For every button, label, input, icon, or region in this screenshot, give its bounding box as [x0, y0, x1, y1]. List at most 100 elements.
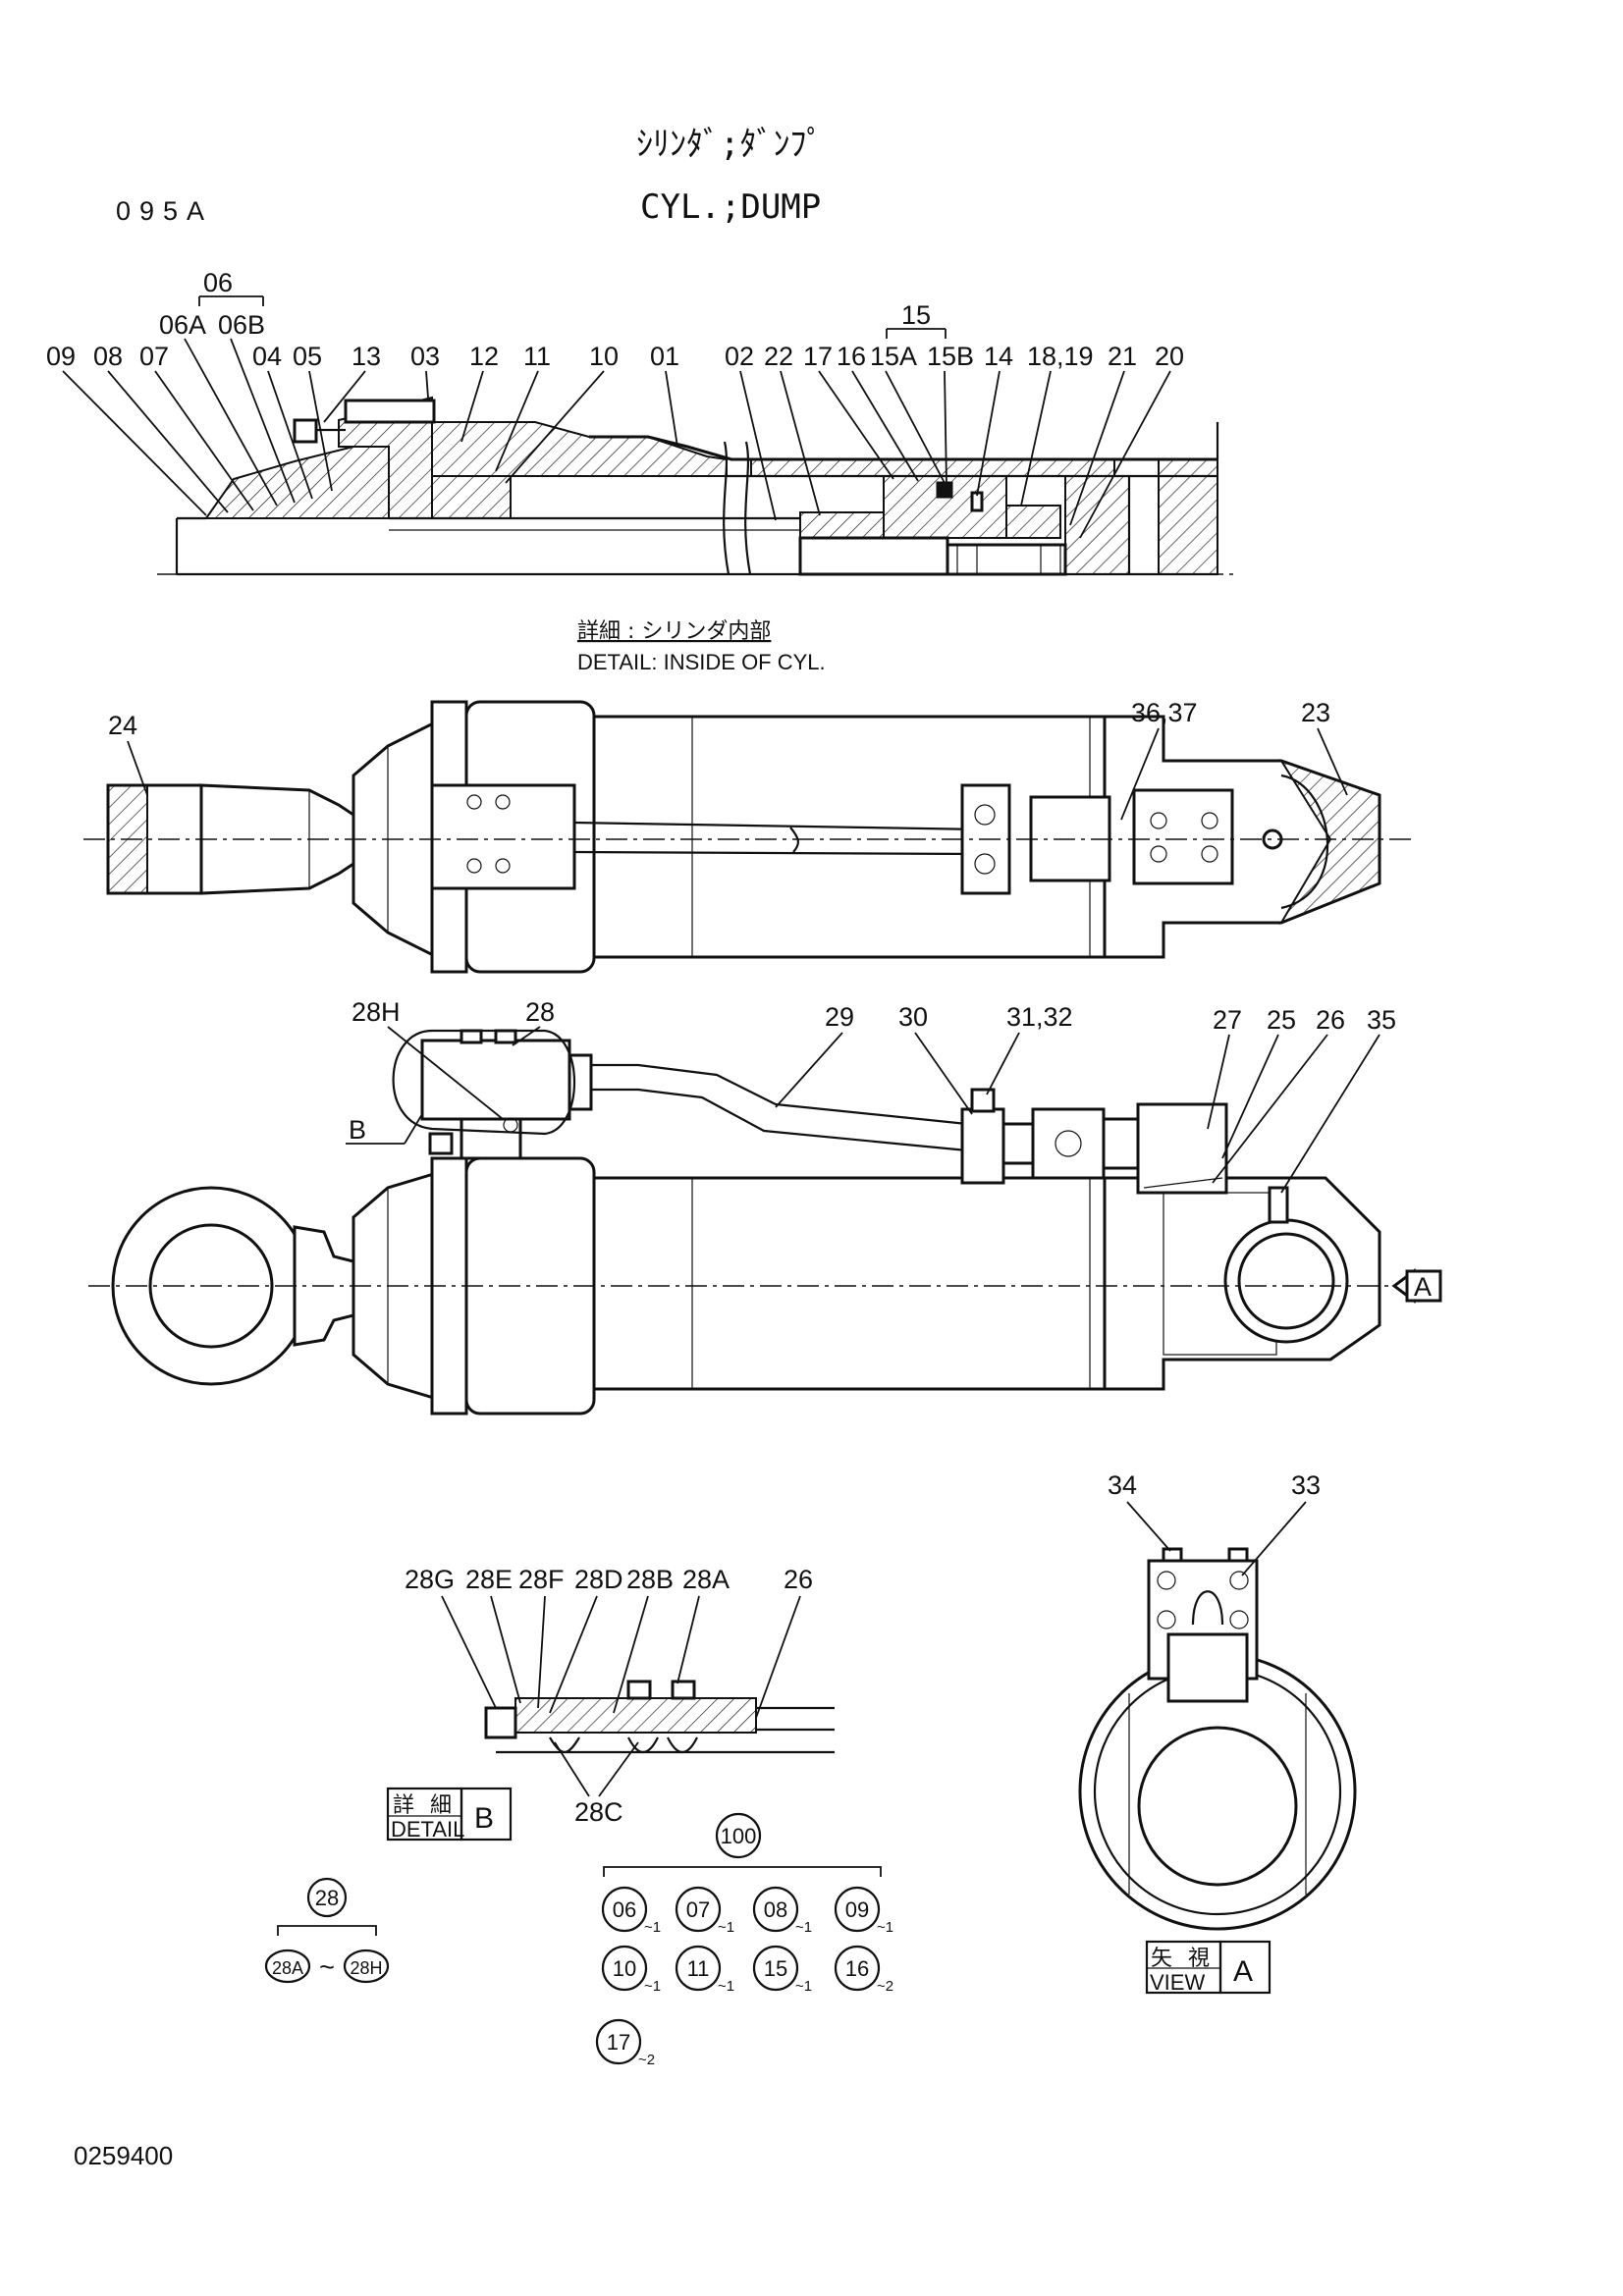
kit-item-qty: ~2: [638, 2052, 655, 2068]
title-japanese: ｼﾘﾝﾀﾞ;ﾀﾞﾝﾌﾟ: [636, 125, 823, 164]
view-a-letter: A: [1233, 1955, 1253, 1988]
kit-item-qty: ~1: [644, 1978, 661, 1995]
label-35: 35: [1367, 1005, 1396, 1035]
label-23: 23: [1301, 698, 1330, 727]
kit-28-from: 28A: [272, 1958, 303, 1978]
label-11: 11: [523, 342, 551, 371]
label-14: 14: [984, 342, 1013, 371]
kit-item-qty: ~1: [795, 1978, 812, 1995]
label-16: 16: [837, 342, 866, 371]
label-28e: 28E: [465, 1565, 513, 1594]
label-28f: 28F: [518, 1565, 565, 1594]
kit-100-item: 11 ~1: [675, 1945, 734, 1995]
kit-item-number: 07: [686, 1897, 710, 1922]
detail-b-caption: 詳 細 DETAIL B: [386, 1787, 513, 1842]
title-english: CYL.;DUMP: [640, 187, 821, 227]
label-10: 10: [589, 342, 619, 371]
top-view-drawing: [83, 700, 1414, 974]
view-a-labels: 34 33: [1108, 1470, 1321, 1576]
kit-100-item: 08 ~1: [752, 1886, 812, 1936]
kit-100-item: 10 ~1: [601, 1945, 661, 1995]
label-01: 01: [650, 342, 679, 371]
caption-inside-cyl-jp: 詳細 : シリンダ内部: [577, 619, 771, 644]
side-view-labels: 28H 28 B 29 30 31,32 27 25 26 35 A: [346, 997, 1432, 1302]
kit-item-qty: ~1: [718, 1978, 734, 1995]
view-a-jp-1: 矢: [1151, 1947, 1172, 1971]
label-b-callout: B: [349, 1115, 366, 1145]
drawing-number: 0259400: [74, 2141, 173, 2170]
label-13: 13: [352, 342, 381, 371]
kit-100-head: 100: [721, 1824, 757, 1848]
label-24: 24: [108, 711, 137, 740]
label-36-37: 36,37: [1131, 698, 1198, 727]
kit-item-number: 17: [607, 2030, 630, 2055]
label-02: 02: [725, 342, 754, 371]
kit-item-qty: ~1: [718, 1919, 734, 1936]
label-group-15: 15: [901, 300, 931, 330]
kit-100-item: 06 ~1: [601, 1886, 661, 1936]
view-a-jp-2: 視: [1188, 1947, 1210, 1971]
kit-item-number: 08: [764, 1897, 787, 1922]
label-30: 30: [898, 1002, 928, 1032]
label-group-06: 06: [203, 268, 233, 297]
caption-inside-cyl-en: DETAIL: INSIDE OF CYL.: [577, 650, 826, 674]
side-view-drawing: [88, 1029, 1442, 1415]
kit-100-group: 100 06 ~1 07 ~1 08 ~1 09 ~1 10 ~1: [595, 1812, 893, 2068]
label-07: 07: [139, 342, 169, 371]
view-a-caption: 矢 視 VIEW A: [1145, 1940, 1271, 1995]
label-28: 28: [525, 997, 555, 1027]
label-33: 33: [1291, 1470, 1321, 1500]
label-view-a-arrow: A: [1414, 1272, 1432, 1302]
label-26: 26: [1316, 1005, 1345, 1035]
label-04: 04: [252, 342, 282, 371]
kit-100-item: 07 ~1: [675, 1886, 734, 1936]
label-27: 27: [1213, 1005, 1242, 1035]
detail-b-jp-1: 詳: [393, 1793, 414, 1818]
detail-b-en: DETAIL: [391, 1817, 464, 1842]
label-06b: 06B: [218, 310, 265, 340]
detail-b-letter: B: [474, 1802, 494, 1835]
label-20: 20: [1155, 342, 1184, 371]
label-22: 22: [764, 342, 793, 371]
label-28c: 28C: [574, 1797, 623, 1827]
kit-item-qty: ~1: [795, 1919, 812, 1936]
kit-item-number: 16: [845, 1956, 869, 1981]
kit-item-number: 15: [764, 1956, 787, 1981]
kit-item-qty: ~1: [877, 1919, 893, 1936]
label-21: 21: [1108, 342, 1137, 371]
section-detail-leaders: [62, 338, 1171, 539]
detail-b-labels: 28G 28E 28F 28D 28B 28A 26 28C: [405, 1565, 813, 1827]
kit-100-item: 09 ~1: [834, 1886, 893, 1936]
kit-item-number: 06: [613, 1897, 636, 1922]
detail-b-drawing: [484, 1680, 835, 1754]
label-26-detail: 26: [784, 1565, 813, 1594]
label-28d: 28D: [574, 1565, 623, 1594]
label-28h: 28H: [352, 997, 401, 1027]
label-15b: 15B: [927, 342, 974, 371]
top-view-labels: 24 36,37 23: [108, 698, 1348, 821]
kit-28-group: 28 28A ~ 28H: [264, 1877, 390, 1984]
label-17: 17: [803, 342, 833, 371]
label-03: 03: [410, 342, 440, 371]
section-detail-drawing: [157, 396, 1237, 576]
section-detail-labels: 09 08 07 06A 06B 04 05 13 03 12 11 10 01…: [46, 310, 1184, 371]
kit-item-number: 11: [687, 1956, 710, 1981]
label-25: 25: [1267, 1005, 1296, 1035]
label-15a: 15A: [870, 342, 917, 371]
kit-item-qty: ~1: [644, 1919, 661, 1936]
label-28b: 28B: [626, 1565, 674, 1594]
view-a-drawing: [1078, 1547, 1357, 1931]
label-34: 34: [1108, 1470, 1137, 1500]
kit-28-head: 28: [315, 1886, 339, 1910]
kit-28-to: 28H: [350, 1958, 382, 1978]
label-08: 08: [93, 342, 123, 371]
label-18-19: 18,19: [1027, 342, 1094, 371]
kit-item-qty: ~2: [877, 1978, 893, 1995]
kit-item-number: 09: [845, 1897, 869, 1922]
kit-100-item: 16 ~2: [834, 1945, 893, 1995]
label-09: 09: [46, 342, 76, 371]
view-a-en: VIEW: [1150, 1970, 1205, 1995]
label-28a: 28A: [682, 1565, 730, 1594]
kit-100-item: 15 ~1: [752, 1945, 812, 1995]
